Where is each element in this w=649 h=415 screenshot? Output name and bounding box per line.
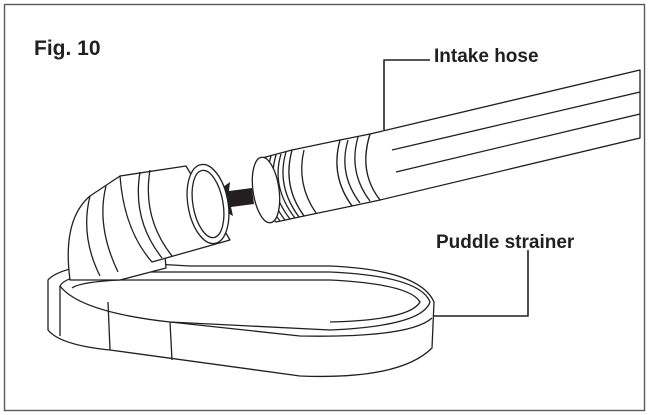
figure-frame [3, 3, 646, 412]
intake-hose-label: Intake hose [434, 46, 539, 67]
puddle-strainer-label: Puddle strainer [436, 232, 575, 253]
puddle-strainer [47, 163, 529, 378]
figure-label: Fig. 10 [34, 37, 101, 60]
arrow-left-icon [205, 182, 254, 216]
intake-hose [251, 59, 641, 224]
